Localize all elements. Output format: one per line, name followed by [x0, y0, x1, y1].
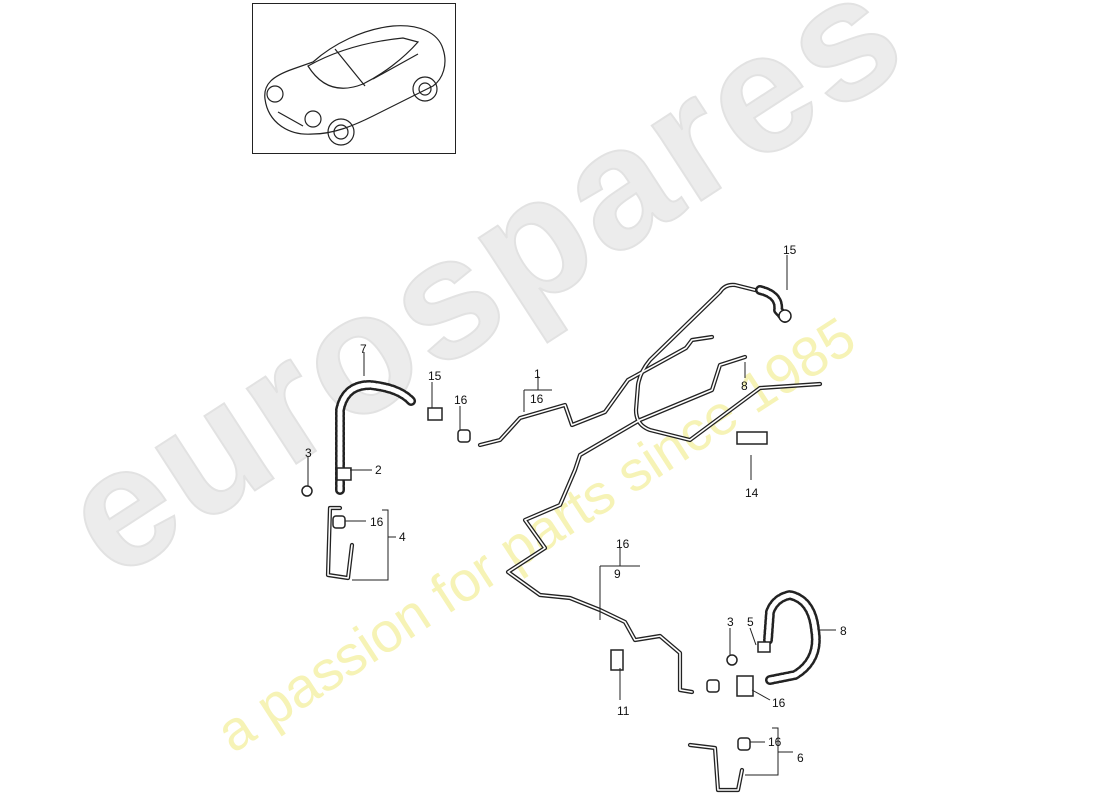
bolt-3-icon: [301, 485, 313, 497]
callout-2[interactable]: 2: [375, 463, 382, 477]
bracket-2-icon: [336, 467, 352, 481]
callout-9[interactable]: 11: [617, 704, 630, 718]
bracket-15-icon: [427, 407, 443, 421]
clip-16-icon: [457, 429, 471, 443]
callout-11[interactable]: 14: [745, 486, 759, 500]
car-illustration-icon: [264, 25, 446, 146]
callout-16[interactable]: 9: [614, 567, 621, 581]
callout-5[interactable]: 4: [399, 530, 406, 544]
callout-16[interactable]: 16: [454, 393, 468, 407]
callout-14[interactable]: 15: [783, 243, 797, 257]
bracket-4-icon: [757, 641, 771, 653]
callout-6[interactable]: 6: [797, 751, 804, 765]
bracket-15-icon: [736, 675, 754, 697]
callout-15[interactable]: 15: [428, 369, 442, 383]
clip-16-icon: [706, 679, 720, 693]
callout-16[interactable]: 16: [530, 392, 544, 406]
bolt-3-icon: [726, 654, 738, 666]
car-overview-thumbnail[interactable]: [252, 3, 456, 154]
holder-11-icon: [736, 431, 768, 445]
callout-7[interactable]: 7: [360, 342, 367, 356]
callout-16[interactable]: 16: [370, 515, 384, 529]
callout-3[interactable]: 3: [305, 446, 312, 460]
callout-7[interactable]: 8: [840, 624, 847, 638]
connector-14-icon: [778, 309, 792, 323]
callout-1[interactable]: 1: [534, 367, 541, 381]
callout-4[interactable]: 5: [747, 615, 754, 629]
callout-3[interactable]: 3: [727, 615, 734, 629]
callout-16[interactable]: 16: [768, 735, 782, 749]
callout-8[interactable]: 8: [741, 379, 748, 393]
clip-16-icon: [737, 737, 751, 751]
clip-16-icon: [332, 515, 346, 529]
callout-15[interactable]: 16: [772, 696, 786, 710]
callout-8[interactable]: 16: [616, 537, 630, 551]
holder-9-icon: [610, 649, 624, 671]
